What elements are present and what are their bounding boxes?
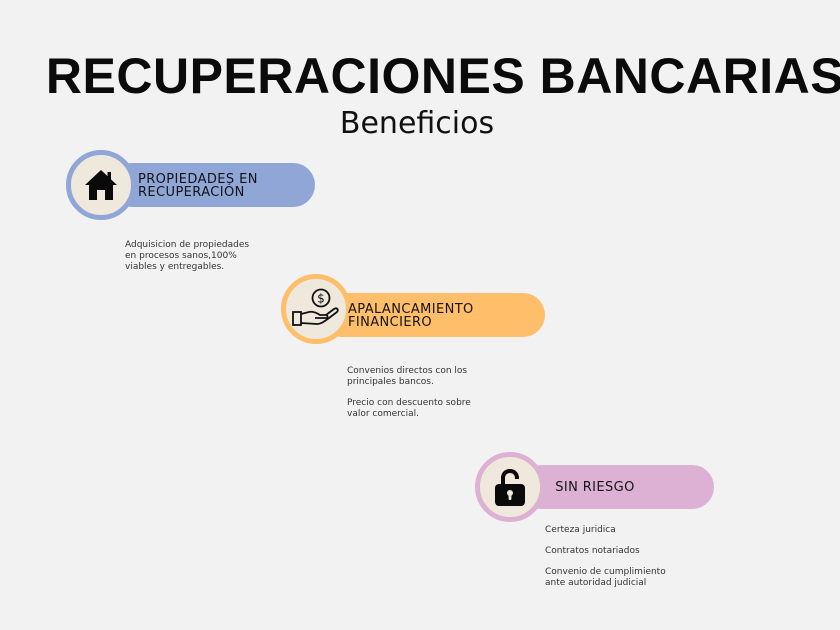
unlocked-padlock-icon <box>495 469 525 506</box>
hand-money-icon: $ <box>292 288 339 326</box>
benefit-description-sin-riesgo-2: Contratos notariados <box>545 546 640 556</box>
benefit-label-propiedades: PROPIEDADES EN RECUPERACIÓN <box>138 172 258 200</box>
benefit-pill-apalancamiento <box>320 293 545 337</box>
house-icon <box>85 170 117 200</box>
page-subtitle: Beneficios <box>339 106 495 141</box>
benefit-pill-propiedades <box>110 163 315 207</box>
benefit-label-sin-riesgo: SIN RIESGO <box>555 480 635 495</box>
benefit-pill-sin-riesgo <box>520 465 714 509</box>
benefit-description-sin-riesgo-1: Certeza juridica <box>545 525 616 535</box>
benefit-description-sin-riesgo-3: Convenio de cumplimiento ante autoridad … <box>545 567 666 588</box>
benefit-description-apalancamiento-2: Precio con descuento sobre valor comerci… <box>347 398 471 419</box>
hand-money-icon-badge: $ <box>281 274 351 344</box>
svg-text:$: $ <box>317 292 325 306</box>
house-icon-badge <box>66 150 136 220</box>
padlock-icon-badge <box>475 452 545 522</box>
benefit-description-apalancamiento-1: Convenios directos con los principales b… <box>347 366 468 387</box>
benefit-description-propiedades: Adquisicion de propiedades en procesos s… <box>125 240 250 272</box>
benefit-label-apalancamiento: APALANCAMIENTO FINANCIERO <box>348 302 474 330</box>
page-title: RECUPERACIONES BANCARIAS <box>45 48 840 104</box>
